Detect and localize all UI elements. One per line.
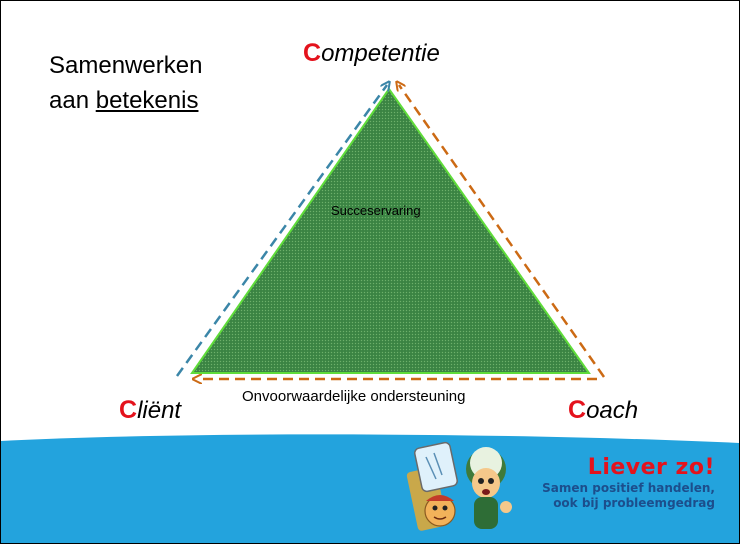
triangle-shape xyxy=(190,87,591,374)
brand-tagline-1: Samen positief handelen, xyxy=(542,481,715,495)
title-line-1: Samenwerken xyxy=(49,52,203,79)
corner-top-rest: ompetentie xyxy=(321,40,440,67)
title-line-2: aan betekenis xyxy=(49,83,202,118)
footer-wave-background xyxy=(1,434,739,543)
brand-logo: Liever zo! Samen positief handelen, ook … xyxy=(525,455,715,511)
title-line-2-prefix: aan xyxy=(49,87,96,114)
title-underlined-word: betekenis xyxy=(95,87,199,114)
corner-left-rest: liënt xyxy=(137,397,182,424)
label-unconditional-support: Onvoorwaardelijke ondersteuning xyxy=(242,388,466,405)
corner-right-rest: oach xyxy=(586,397,639,424)
corner-top-cap: C xyxy=(303,39,322,67)
corner-left-cap: C xyxy=(119,396,138,424)
arrow-client-to-competence xyxy=(175,85,387,377)
triangle-diagram xyxy=(175,1,606,431)
corner-label-client: Cliënt xyxy=(119,396,181,425)
label-success-experience: Succeservaring xyxy=(331,203,421,218)
arrow-coach-to-competence xyxy=(399,85,606,378)
corner-label-coach: Coach xyxy=(568,396,638,425)
brand-tagline-2: ook bij probleemgedrag xyxy=(553,496,715,510)
corner-right-cap: C xyxy=(568,396,587,424)
corner-label-competence: Competentie xyxy=(303,39,440,68)
slide-title: Samenwerken aan betekenis xyxy=(49,48,202,118)
brand-name: Liever zo! xyxy=(587,455,715,480)
footer-banner: Liever zo! Samen positief handelen, ook … xyxy=(1,431,739,543)
mascot-characters-icon xyxy=(406,441,512,531)
